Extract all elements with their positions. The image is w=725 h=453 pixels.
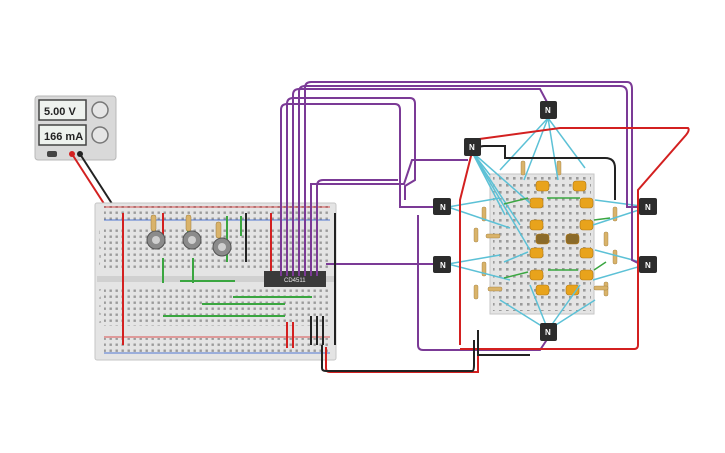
voltage-knob[interactable] [91, 101, 109, 119]
svg-text:d: d [99, 295, 101, 300]
display-green-wires[interactable] [503, 197, 611, 279]
power-supply[interactable]: 5.00 V 166 mA [34, 95, 117, 161]
svg-text:b: b [99, 311, 102, 316]
bottom-power-rail [104, 338, 330, 352]
transistor-right-lower[interactable]: N [639, 256, 657, 273]
voltage-display [38, 99, 87, 121]
potentiometer-3[interactable] [212, 237, 232, 257]
svg-text:g: g [99, 253, 101, 258]
segment-leds[interactable] [529, 180, 594, 296]
current-knob[interactable] [91, 126, 109, 144]
svg-text:N: N [645, 261, 651, 270]
voltage-readout: 5.00 V [44, 106, 76, 118]
svg-text:j: j [98, 229, 100, 234]
svg-text:h: h [99, 245, 101, 250]
breadboard-resistors[interactable] [150, 214, 222, 239]
breadboard-black-wires[interactable] [245, 213, 324, 345]
ic-label: CD4511 [284, 278, 306, 284]
transistor-left-lower[interactable]: N [433, 256, 451, 273]
power-switch[interactable] [47, 151, 57, 157]
svg-text:N: N [469, 143, 475, 152]
svg-text:N: N [645, 203, 651, 212]
transistor-top-left[interactable]: N [464, 138, 481, 156]
top-power-rail [104, 206, 330, 220]
breadboard-green-wires[interactable] [162, 216, 312, 317]
transistor-top-center[interactable]: N [540, 101, 557, 119]
svg-text:f: f [99, 261, 101, 266]
svg-text:i: i [99, 237, 100, 242]
potentiometer-1[interactable] [146, 230, 166, 250]
bottom-terminal-strip [104, 286, 330, 326]
current-display [38, 124, 87, 146]
svg-text:N: N [440, 203, 446, 212]
transistor-right-upper[interactable]: N [639, 198, 657, 215]
transistor-left-upper[interactable]: N [433, 198, 451, 215]
current-readout: 166 mA [44, 131, 83, 143]
center-channel [97, 276, 335, 282]
transistor-bottom-center[interactable]: N [540, 323, 557, 341]
breadboard-row-labels: j i h g f e d c b a [98, 229, 102, 324]
svg-text:N: N [545, 106, 551, 115]
purple-signal-wires[interactable] [280, 81, 641, 351]
svg-text:c: c [99, 303, 101, 308]
svg-text:a: a [99, 319, 102, 324]
svg-text:N: N [545, 328, 551, 337]
svg-text:e: e [99, 287, 102, 292]
svg-text:N: N [440, 261, 446, 270]
potentiometer-2[interactable] [182, 230, 202, 250]
breadboard-red-wires[interactable] [122, 213, 294, 348]
